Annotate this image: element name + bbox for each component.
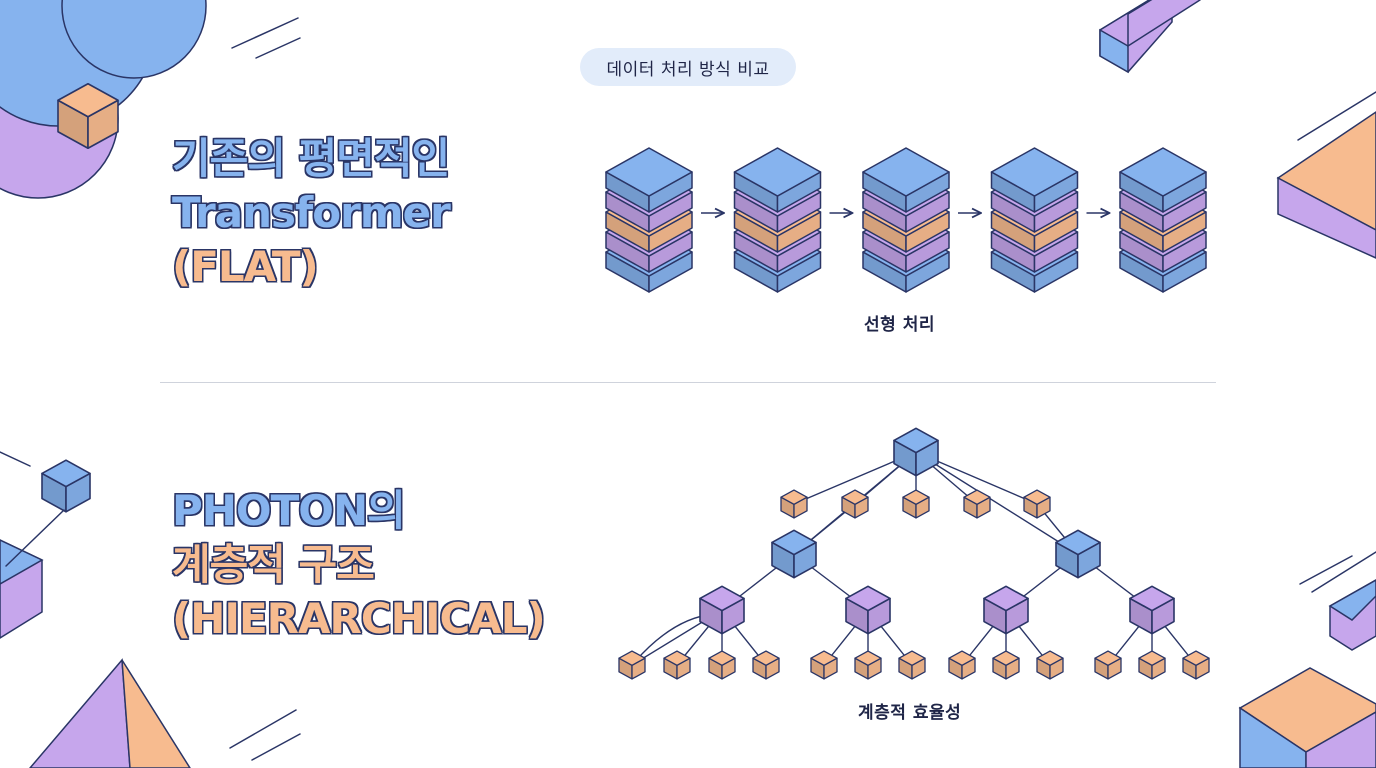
level2-node [1129,585,1175,635]
layer-stack [733,147,822,293]
branch-node [963,489,991,519]
leaf-node [854,650,882,680]
level2-node [699,585,745,635]
layer-stack [990,147,1079,293]
deco-line [1311,551,1376,593]
leaf-node [992,650,1020,680]
deco-line [251,733,301,761]
deco-slab-right [1276,111,1376,259]
flat-title-line2: Transformer [172,188,451,237]
deco-cube-blue [41,459,91,513]
flat-caption: 선형 처리 [864,315,935,335]
deco-line [229,709,297,749]
stack-layer [862,147,950,213]
hierarchical-title-line2: 계층적 구조 [172,540,375,589]
deco-circle-ring [61,0,207,79]
section-divider [160,382,1216,383]
deco-cube-orange [57,82,119,150]
level1-node [1055,529,1101,579]
deco-line [1297,91,1376,141]
layer-stack [862,147,950,293]
deco-line [1299,555,1353,585]
layer-stack [1119,147,1207,293]
deco-bar-top-right [1099,0,1201,74]
hierarchical-title-line3: (HIERARCHICAL) [172,594,546,643]
deco-curve [5,509,65,567]
tree-edge [915,451,1079,555]
leaf-node [752,650,780,680]
branch-node [1023,489,1051,519]
branch-node [902,489,930,519]
stack-layer [1119,147,1207,213]
stack-layer [733,147,822,213]
leaf-node [1138,650,1166,680]
stack-layer [605,147,693,213]
level2-node [845,585,891,635]
comparison-badge: 데이터 처리 방식 비교 [580,48,796,86]
leaf-node [1182,650,1210,680]
leaf-node [663,650,691,680]
leaf-node [948,650,976,680]
deco-line [255,37,301,59]
hierarchical-caption: 계층적 효율성 [858,703,962,723]
deco-cube-left-edge [0,539,44,639]
deco-cube-bottom-right [1238,667,1376,768]
deco-pyramid-right-face [121,659,191,768]
leaf-node [708,650,736,680]
tree-nodes [618,427,1210,680]
tree-edges [631,451,1197,666]
leaf-node [1094,650,1122,680]
deco-line [0,451,31,467]
level1-node [771,529,817,579]
leaf-node [1036,650,1064,680]
hierarchical-title: PHOTON의 계층적 구조 (HIERARCHICAL) [172,484,546,646]
leaf-node [810,650,838,680]
hierarchical-title-line1: PHOTON의 [172,486,406,535]
stack-layer [990,147,1079,213]
comparison-badge-label: 데이터 처리 방식 비교 [606,59,770,80]
flat-title-line3: (FLAT) [172,242,319,291]
deco-line [231,17,299,49]
flat-title-line1: 기존의 평면적인 [172,134,450,183]
branch-node [780,489,808,519]
level2-node [983,585,1029,635]
leaf-node [898,650,926,680]
leaf-node [618,650,646,680]
flat-title: 기존의 평면적인 Transformer (FLAT) [172,132,451,294]
deco-cube-right-edge [1328,579,1376,651]
layer-stack [605,147,693,293]
branch-node [841,489,869,519]
root-node [893,427,939,477]
